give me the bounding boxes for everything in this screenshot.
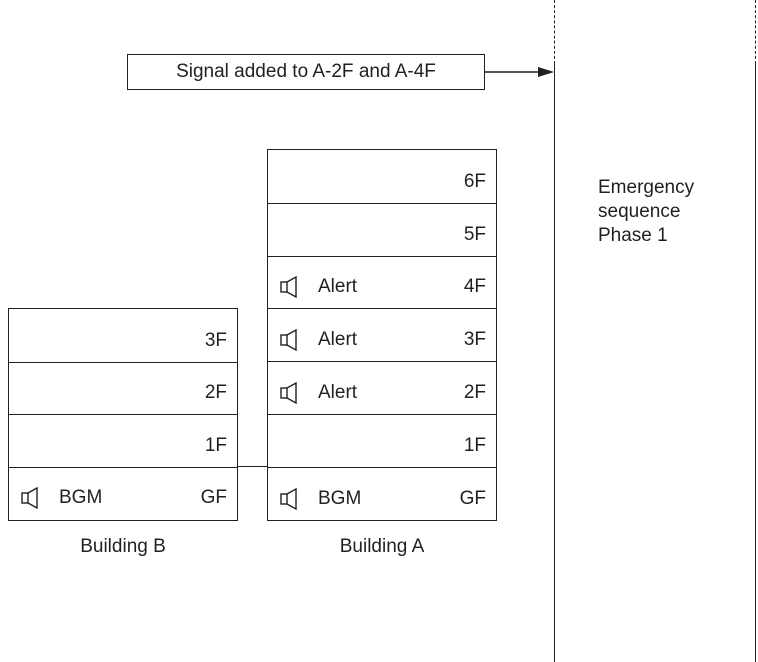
floor-label: 6F bbox=[463, 170, 486, 192]
floor-5f: 5F bbox=[268, 202, 496, 256]
floor-2f: Alert 2F bbox=[268, 361, 496, 414]
signal-arrow bbox=[485, 67, 554, 77]
building-b-name: Building B bbox=[80, 536, 166, 557]
floor-6f: 6F bbox=[268, 150, 496, 203]
floor-gf: BGM GF bbox=[9, 466, 237, 520]
floor-label: 3F bbox=[463, 329, 486, 351]
timeline-right-line bbox=[755, 64, 756, 662]
floor-label: GF bbox=[200, 487, 227, 508]
floor-label: 4F bbox=[463, 276, 486, 298]
building-a: 6F 5F Alert 4F Alert 3F Alert 2F 1F BGM GF bbox=[267, 149, 497, 521]
building-connector bbox=[237, 466, 268, 467]
floor-3f: Alert 3F bbox=[268, 308, 496, 361]
floor-1f: 1F bbox=[268, 414, 496, 467]
floor-status: BGM bbox=[318, 487, 362, 509]
floor-label: 3F bbox=[204, 329, 227, 351]
floor-status: Alert bbox=[318, 329, 358, 351]
signal-label: Signal added to A-2F and A-4F bbox=[176, 61, 436, 82]
floor-label: GF bbox=[459, 487, 486, 509]
speaker-icon bbox=[280, 381, 298, 405]
floor-1f: 1F bbox=[9, 414, 237, 467]
timeline-left-line bbox=[554, 64, 555, 662]
floor-gf: BGM GF bbox=[268, 466, 496, 520]
floor-4f: Alert 4F bbox=[268, 255, 496, 309]
floor-label: 1F bbox=[204, 434, 227, 456]
floor-3f: 3F bbox=[9, 309, 237, 362]
floor-2f: 2F bbox=[9, 361, 237, 415]
building-b: 3F 2F 1F BGM GF bbox=[8, 308, 238, 521]
floor-status: BGM bbox=[59, 487, 103, 508]
speaker-icon bbox=[280, 276, 298, 299]
signal-box: Signal added to A-2F and A-4F bbox=[127, 54, 485, 90]
building-a-name: Building A bbox=[339, 536, 425, 557]
phase-line-2: sequence bbox=[598, 201, 681, 222]
phase-line-1: Emergency bbox=[598, 177, 695, 198]
floor-label: 5F bbox=[463, 223, 486, 245]
phase-label: Emergency sequence Phase 1 bbox=[598, 176, 694, 248]
phase-line-3: Phase 1 bbox=[598, 225, 668, 246]
timeline-right-dashed bbox=[755, 0, 756, 64]
speaker-icon bbox=[280, 328, 298, 352]
floor-label: 2F bbox=[463, 381, 486, 403]
floor-label: 1F bbox=[463, 434, 486, 456]
floor-label: 2F bbox=[204, 382, 227, 403]
speaker-icon bbox=[21, 486, 39, 510]
floor-status: Alert bbox=[318, 381, 358, 403]
timeline-left-dashed bbox=[554, 0, 555, 64]
speaker-icon bbox=[280, 487, 298, 510]
floor-status: Alert bbox=[318, 276, 358, 298]
